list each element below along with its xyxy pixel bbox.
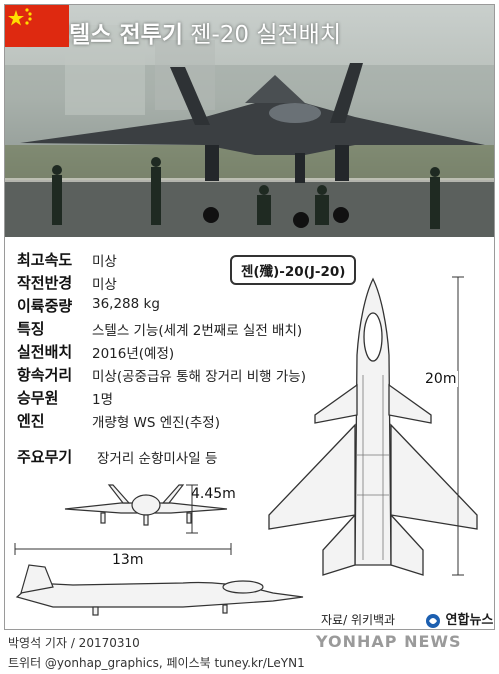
byline: 박영석 기자 / 20170310 — [8, 636, 140, 650]
yonhap-logo-icon — [426, 613, 440, 628]
spec-label: 실전배치 — [17, 343, 73, 361]
spec-label: 특징 — [17, 320, 45, 338]
social-links: 트위터 @yonhap_graphics, 페이스북 tuney.kr/LeYN… — [8, 656, 305, 670]
spec-label: 주요무기 — [17, 448, 73, 466]
spec-label: 이륙중량 — [17, 297, 73, 315]
source-credit: 자료/ 위키백과 — [321, 613, 396, 627]
aircraft-front-view-diagram — [64, 484, 228, 526]
spec-value: 미상 — [92, 254, 117, 270]
spec-value: 스텔스 기능(세계 2번째로 실전 배치) — [92, 323, 303, 339]
spec-value: 1명 — [92, 392, 114, 408]
spec-value: 개량형 WS 엔진(추정) — [92, 415, 220, 431]
header-photo: 中 스텔스 전투기 젠-20 실전배치 — [5, 5, 494, 237]
spec-value: 36,288 kg — [92, 296, 160, 312]
aircraft-top-view-diagram — [268, 276, 478, 576]
model-name-badge: 젠(殲)-20(J-20) — [230, 255, 357, 285]
spec-label: 승무원 — [17, 389, 59, 407]
spec-label: 작전반경 — [17, 274, 73, 292]
spec-value: 미상 — [92, 277, 117, 293]
wingspan-marker — [14, 543, 232, 555]
watermark: YONHAP NEWS — [316, 632, 462, 651]
height-label: 4.45m — [191, 486, 236, 502]
length-label: 20m — [423, 371, 459, 387]
china-flag-icon — [5, 5, 69, 47]
height-marker — [186, 484, 198, 534]
spec-label: 엔진 — [17, 412, 45, 430]
j20-photo-illustration — [5, 25, 494, 237]
spec-value: 장거리 순항미사일 등 — [97, 451, 218, 467]
wingspan-label: 13m — [112, 552, 144, 568]
aircraft-side-view-diagram — [15, 564, 304, 616]
spec-value: 2016년(예정) — [92, 346, 175, 362]
spec-value: 미상(공중급유 통해 장거리 비행 가능) — [92, 369, 306, 385]
yonhap-logo: 연합뉴스 — [425, 609, 493, 629]
title-rest: 젠-20 실전배치 — [190, 22, 341, 48]
yonhap-logo-text: 연합뉴스 — [445, 613, 494, 628]
spec-label: 항속거리 — [17, 366, 73, 384]
infographic-frame: 中 스텔스 전투기 젠-20 실전배치 최고속도 미상 작전반경 미상 이륙중량… — [4, 4, 495, 630]
spec-label: 최고속도 — [17, 251, 73, 269]
